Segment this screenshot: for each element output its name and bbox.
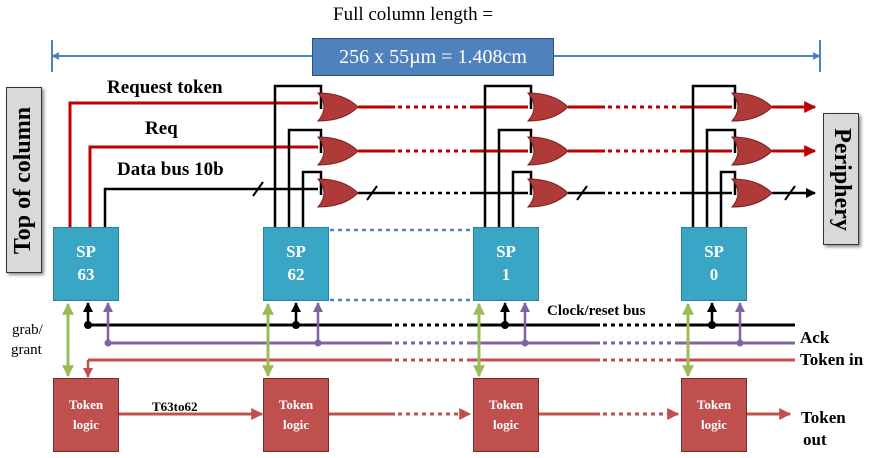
periphery-label: Periphery <box>828 127 855 231</box>
super-pixel-0: SP 0 <box>681 227 747 301</box>
token-logic-label: Token <box>68 396 104 412</box>
sp-label: SP <box>496 242 516 262</box>
ack-junction <box>521 339 529 347</box>
or-gate-request-token <box>526 92 569 122</box>
super-pixel-63: SP 63 <box>53 227 119 301</box>
or-gate-data <box>316 178 359 208</box>
token-logic-sublabel: logic <box>283 417 309 432</box>
data-bus-width-mark <box>784 185 796 201</box>
sp-to-gate-wire <box>511 170 533 227</box>
token-out-label-line2: out <box>803 430 827 449</box>
or-gate-data <box>526 178 569 208</box>
top-of-column-label: Top of column <box>10 106 37 254</box>
token-logic-sublabel: logic <box>701 417 727 432</box>
token-logic-sublabel: logic <box>493 417 519 432</box>
column-length-value: 256 x 55µm = 1.408cm <box>339 45 527 68</box>
data-bus-width-mark <box>366 185 378 201</box>
clock-reset-bus-label: Clock/reset bus <box>547 303 646 319</box>
token-logic-1: Token logic <box>473 378 539 452</box>
token-logic-label: Token <box>696 396 732 412</box>
grab-label-line2: grant <box>11 342 42 358</box>
ack-label: Ack <box>800 328 830 347</box>
req-wire-start <box>88 145 318 227</box>
sp-label: SP <box>286 242 306 262</box>
super-pixel-62: SP 62 <box>263 227 329 301</box>
t63to62-label: T63to62 <box>152 399 198 414</box>
request-token-wire-start <box>68 101 318 227</box>
token-in-label: Token in <box>800 350 864 369</box>
sp-to-gate-wire <box>301 170 323 227</box>
token-logic-0: Token logic <box>681 378 747 452</box>
data-bus-width-mark <box>252 181 264 197</box>
token-logic-62: Token logic <box>263 378 329 452</box>
periphery-box: Periphery <box>823 113 859 245</box>
or-gate-req <box>316 136 359 166</box>
data-bus-label: Data bus 10b <box>117 159 224 180</box>
or-gate-request-token <box>316 92 359 122</box>
sp-index: 1 <box>501 265 511 284</box>
sp-index: 0 <box>709 265 719 284</box>
or-gate-req <box>730 136 773 166</box>
sp-label: SP <box>76 242 96 262</box>
token-out-label-line1: Token <box>801 408 846 427</box>
full-column-length-label: Full column length = <box>333 4 494 25</box>
top-of-column-box: Top of column <box>6 87 42 273</box>
sp-index: 62 <box>287 265 305 284</box>
request-token-label: Request token <box>107 77 223 98</box>
grab-label-line1: grab/ <box>12 322 43 338</box>
sp-to-gate-wire <box>287 128 323 227</box>
token-logic-label: Token <box>488 396 524 412</box>
column-length-value-box: 256 x 55µm = 1.408cm <box>312 38 554 76</box>
ack-junction <box>736 339 744 347</box>
clock-reset-junction <box>501 321 509 329</box>
or-gate-data <box>730 178 773 208</box>
data-bus-width-mark <box>576 185 588 201</box>
sp-label: SP <box>704 242 724 262</box>
super-pixel-1: SP 1 <box>473 227 539 301</box>
or-gate-req <box>526 136 569 166</box>
token-logic-63: Token logic <box>53 378 119 452</box>
req-label: Req <box>145 118 178 139</box>
clock-reset-junction <box>708 321 716 329</box>
sp-to-gate-wire <box>497 128 533 227</box>
or-gate-request-token <box>730 92 773 122</box>
token-logic-label: Token <box>278 396 314 412</box>
ack-junction <box>104 339 112 347</box>
clock-reset-junction <box>84 321 92 329</box>
sp-index: 63 <box>77 265 95 284</box>
token-logic-sublabel: logic <box>73 417 99 432</box>
clock-reset-junction <box>292 321 300 329</box>
data-bus-wire-start <box>103 187 318 227</box>
ack-junction <box>314 339 322 347</box>
sp-to-gate-wire <box>273 84 323 227</box>
